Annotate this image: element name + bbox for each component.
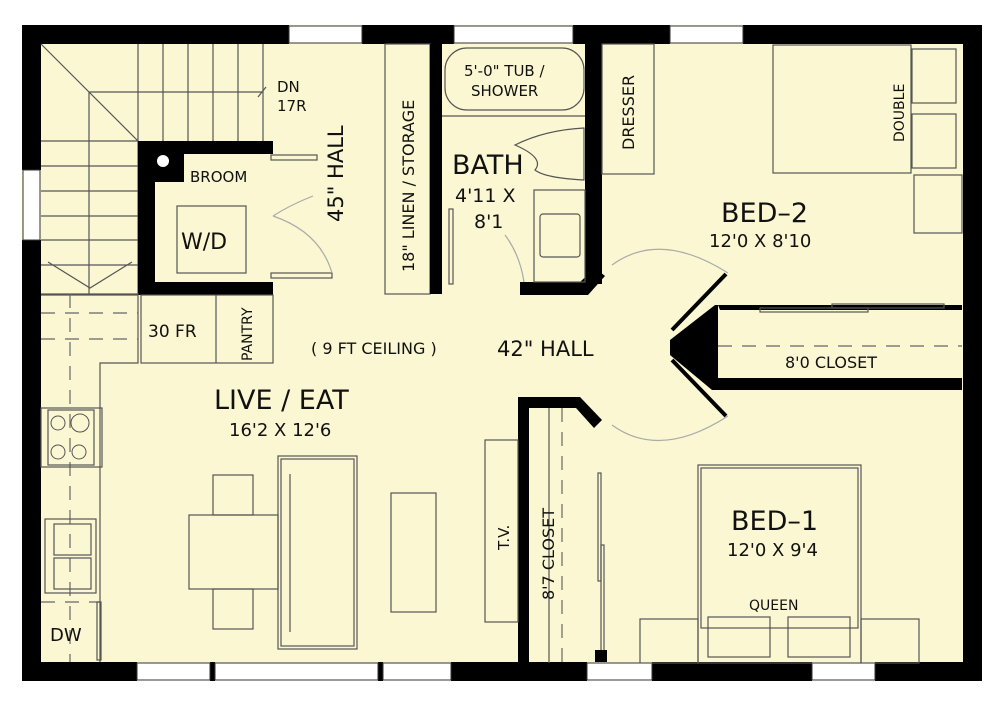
dresser: DRESSER [601, 43, 655, 175]
stairs-risers-label: 17R [277, 97, 307, 115]
washer-dryer-label: W/D [181, 230, 227, 255]
bed1-room-name: BED–1 [731, 506, 818, 537]
linen-storage: 18" LINEN / STORAGE [384, 43, 454, 295]
windows [22, 25, 876, 681]
bed2-room-dims: 12'0 X 8'10 [709, 231, 811, 252]
bed2-closet-label: 8'0 CLOSET [785, 353, 877, 372]
double-bed-label: DOUBLE [892, 84, 908, 142]
tv-label: T.V. [495, 525, 513, 551]
bath-room-dims-line2: 8'1 [474, 211, 503, 233]
ceiling-height-note: ( 9 FT CEILING ) [311, 339, 437, 358]
hall-42-label: 42" HALL [497, 337, 594, 361]
bed2-room-name: BED–2 [721, 198, 808, 229]
bed2-closet: 8'0 CLOSET [670, 303, 962, 390]
pantry-label: PANTRY [240, 307, 256, 361]
stairs-direction-label: DN [277, 78, 300, 96]
bed1-room-dims: 12'0 X 9'4 [727, 540, 818, 561]
live-eat-room-dims: 16'2 X 12'6 [229, 420, 331, 441]
tub-shower-label-line2: SHOWER [471, 82, 538, 100]
hall-doors [611, 248, 729, 442]
bath-room-dims-line1: 4'11 X [455, 185, 516, 207]
bath-room-name: BATH [452, 150, 524, 181]
broom-hook-icon [157, 155, 169, 167]
bed1-furniture: BED–1 12'0 X 9'4 QUEEN [639, 464, 920, 664]
bed1-closet: 8'7 CLOSET [518, 397, 607, 663]
live-eat-room-name: LIVE / EAT [214, 385, 349, 416]
dishwasher-label: DW [50, 625, 82, 646]
kitchen: 30 FR PANTRY DW [40, 293, 274, 662]
dresser-label: DRESSER [619, 75, 638, 150]
broom-closet-label: BROOM [190, 168, 247, 186]
bed2-furniture: DOUBLE BED–2 12'0 X 8'10 [709, 44, 963, 252]
living-furniture: LIVE / EAT 16'2 X 12'6 [188, 385, 437, 650]
bed1-closet-label: 8'7 CLOSET [539, 508, 558, 600]
floor-area [22, 25, 982, 680]
hall-45-label: 45" HALL [324, 125, 348, 222]
tub-shower-label-line1: 5'-0" TUB / [464, 62, 545, 80]
laundry-closet: BROOM W/D [138, 141, 333, 295]
bathroom: 5'-0" TUB / SHOWER BATH 4'11 X 8'1 [442, 44, 605, 295]
queen-bed-label: QUEEN [749, 598, 798, 614]
tv-stand: T.V. [484, 439, 519, 623]
linen-storage-label: 18" LINEN / STORAGE [399, 100, 418, 272]
exterior-walls [22, 25, 982, 681]
cooktop-burner-icons [50, 413, 90, 460]
fridge-label: 30 FR [148, 322, 197, 342]
